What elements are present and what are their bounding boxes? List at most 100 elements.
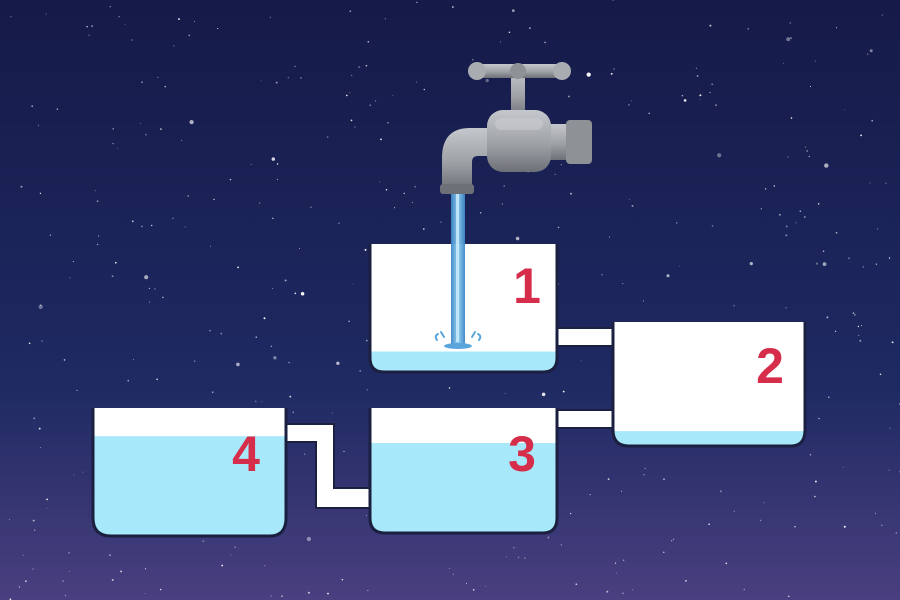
star — [788, 595, 790, 598]
star — [790, 117, 793, 119]
star — [589, 494, 591, 496]
star — [501, 203, 504, 205]
star — [709, 91, 711, 94]
star — [33, 529, 36, 531]
star — [37, 124, 39, 126]
star — [387, 121, 389, 124]
star — [331, 412, 333, 414]
star — [38, 427, 41, 430]
star — [616, 572, 618, 574]
star — [194, 360, 196, 362]
star — [874, 512, 876, 514]
star — [369, 104, 371, 106]
star — [271, 157, 275, 161]
star — [310, 206, 312, 209]
star — [276, 163, 279, 165]
star — [759, 519, 762, 522]
star — [260, 80, 262, 82]
star — [860, 134, 862, 137]
star — [485, 78, 489, 83]
star — [384, 18, 387, 20]
star — [809, 85, 812, 88]
star — [91, 25, 93, 27]
star — [112, 142, 114, 145]
star — [867, 53, 869, 55]
star — [96, 243, 99, 246]
star — [28, 342, 31, 345]
star — [72, 261, 74, 262]
star — [367, 40, 370, 43]
star — [359, 370, 362, 372]
star — [64, 594, 67, 597]
star — [22, 554, 24, 556]
star — [554, 173, 556, 175]
star — [173, 45, 175, 47]
star — [785, 234, 788, 237]
star — [858, 334, 860, 336]
star — [601, 273, 603, 276]
faucet-icon — [440, 62, 592, 194]
star — [803, 216, 806, 218]
star — [304, 453, 306, 455]
star — [184, 226, 186, 228]
star — [127, 379, 129, 382]
star — [365, 64, 368, 67]
star — [365, 339, 368, 342]
star — [799, 210, 802, 212]
star — [358, 66, 361, 69]
star — [69, 277, 71, 279]
star — [111, 578, 114, 581]
star — [629, 198, 631, 200]
star — [622, 592, 624, 595]
star — [612, 0, 614, 1]
star — [299, 248, 301, 249]
star — [544, 41, 546, 44]
star — [623, 559, 625, 561]
star — [877, 228, 879, 230]
star — [511, 9, 515, 12]
star — [789, 22, 792, 24]
star — [448, 567, 450, 569]
star — [817, 203, 820, 205]
tank-4-number: 4 — [232, 426, 260, 482]
star — [871, 119, 873, 122]
star — [379, 181, 381, 183]
tank-1-number: 1 — [513, 258, 541, 314]
star — [364, 248, 367, 251]
star — [783, 62, 785, 64]
star — [852, 312, 855, 314]
star — [541, 392, 546, 397]
star — [145, 133, 147, 136]
star — [230, 554, 232, 556]
star — [117, 147, 119, 149]
star — [708, 523, 710, 525]
star — [570, 192, 572, 195]
star — [234, 546, 236, 548]
star — [631, 204, 634, 207]
star — [515, 236, 520, 241]
star — [62, 580, 64, 582]
star — [86, 26, 88, 28]
star — [124, 23, 126, 25]
tank-2-number: 2 — [756, 338, 784, 394]
star — [452, 573, 454, 575]
star — [40, 304, 42, 306]
star — [808, 155, 810, 158]
star — [38, 304, 43, 309]
star — [56, 108, 59, 110]
star — [715, 104, 717, 106]
star — [472, 588, 475, 591]
star — [764, 188, 767, 190]
star — [613, 68, 615, 70]
star — [835, 27, 838, 29]
star — [148, 301, 150, 303]
star — [822, 250, 825, 252]
star — [148, 287, 151, 290]
star — [112, 128, 114, 130]
star — [560, 164, 562, 166]
star — [73, 474, 75, 476]
star — [608, 236, 611, 238]
star — [678, 265, 680, 267]
star — [763, 502, 765, 504]
star — [795, 222, 797, 224]
